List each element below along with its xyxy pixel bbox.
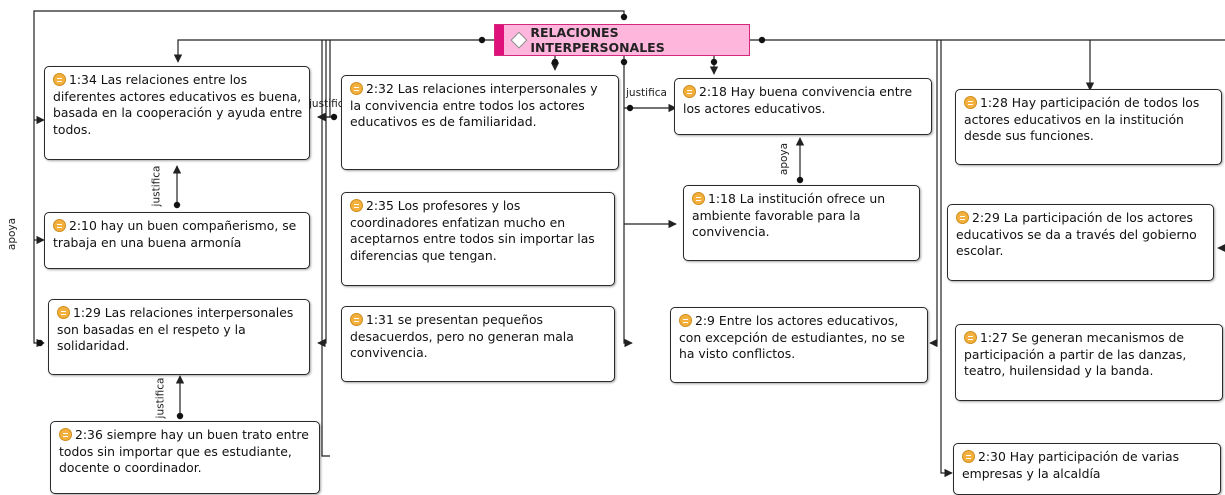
quotation-icon	[53, 219, 66, 232]
quotation-text: Las relaciones entre los diferentes acto…	[53, 72, 303, 137]
quotation-icon	[59, 428, 72, 441]
relation-label-apoya: apoya	[6, 217, 19, 251]
quotation-text: hay un buen compañerismo, se trabaja en …	[53, 218, 297, 250]
code-color-strip	[495, 25, 504, 55]
quotation-id: 2:29	[972, 210, 1000, 225]
quotation-id: 2:18	[699, 84, 727, 99]
quotation-icon	[964, 331, 977, 344]
root-code-title: RELACIONES INTERPERSONALES	[530, 25, 665, 55]
quotation-icon	[962, 450, 975, 463]
quotation-text: Las relaciones interpersonales son basad…	[57, 305, 294, 354]
quotation-id: 2:35	[366, 198, 394, 213]
quotation-id: 2:9	[695, 313, 715, 328]
relation-label-justifica: justifica	[309, 98, 350, 110]
quotation-id: 1:27	[980, 330, 1008, 345]
quotation-id: 1:29	[73, 305, 101, 320]
relation-label-justifica: justifica	[150, 165, 163, 207]
root-code-node[interactable]: RELACIONES INTERPERSONALES	[494, 24, 750, 56]
quotation-node[interactable]: 1:18 La institución ofrece un ambiente f…	[683, 185, 920, 261]
quotation-text: se presentan pequeños desacuerdos, pero …	[350, 312, 574, 361]
code-diamond-icon	[510, 31, 527, 49]
quotation-text: La participación de los actores educativ…	[956, 210, 1197, 259]
quotation-id: 2:36	[75, 427, 103, 442]
quotation-node[interactable]: 1:27 Se generan mecanismos de participac…	[955, 324, 1223, 401]
quotation-text: Se generan mecanismos de participación a…	[964, 330, 1187, 379]
quotation-icon	[964, 96, 977, 109]
quotation-icon	[679, 314, 692, 327]
quotation-text: Entre los actores educativos, con excepc…	[679, 313, 905, 362]
quotation-text: Hay buena convivencia entre los actores …	[683, 84, 913, 116]
quotation-node[interactable]: 2:32 Las relaciones interpersonales y la…	[341, 75, 619, 170]
quotation-node[interactable]: 1:34 Las relaciones entre los diferentes…	[44, 66, 310, 160]
quotation-id: 1:31	[366, 312, 394, 327]
quotation-icon	[350, 199, 363, 212]
quotation-node[interactable]: 2:9 Entre los actores educativos, con ex…	[670, 307, 928, 383]
quotation-id: 2:30	[978, 449, 1006, 464]
relation-label-justifica: justifica	[154, 377, 167, 419]
quotation-icon	[350, 313, 363, 326]
quotation-id: 1:18	[708, 191, 736, 206]
quotation-node[interactable]: 1:31 se presentan pequeños desacuerdos, …	[341, 306, 615, 382]
quotation-icon	[956, 211, 969, 224]
quotation-text: Hay participación de todos los actores e…	[964, 95, 1200, 144]
quotation-text: Los profesores y los coordinadores enfat…	[350, 198, 595, 263]
quotation-id: 1:34	[69, 72, 97, 87]
quotation-id: 1:28	[980, 95, 1008, 110]
quotation-node[interactable]: 2:35 Los profesores y los coordinadores …	[341, 192, 615, 286]
quotation-node[interactable]: 1:28 Hay participación de todos los acto…	[955, 89, 1222, 165]
relation-label-apoya: apoya	[778, 142, 791, 176]
quotation-icon	[692, 192, 705, 205]
quotation-icon	[350, 82, 363, 95]
quotation-node[interactable]: 2:29 La participación de los actores edu…	[947, 204, 1214, 281]
quotation-icon	[53, 73, 66, 86]
quotation-id: 2:10	[69, 218, 97, 233]
quotation-text: Hay participación de varias empresas y l…	[962, 449, 1180, 481]
quotation-icon	[57, 306, 70, 319]
quotation-text: La institución ofrece un ambiente favora…	[692, 191, 886, 240]
quotation-node[interactable]: 2:10 hay un buen compañerismo, se trabaj…	[44, 212, 310, 269]
quotation-text: Las relaciones interpersonales y la conv…	[350, 81, 598, 130]
quotation-node[interactable]: 2:18 Hay buena convivencia entre los act…	[674, 78, 932, 135]
quotation-node[interactable]: 1:29 Las relaciones interpersonales son …	[48, 299, 310, 375]
quotation-node[interactable]: 2:36 siempre hay un buen trato entre tod…	[50, 421, 320, 494]
quotation-id: 2:32	[366, 81, 394, 96]
quotation-node[interactable]: 2:30 Hay participación de varias empresa…	[953, 443, 1221, 495]
quotation-text: siempre hay un buen trato entre todos si…	[59, 427, 309, 476]
relation-label-justifica: justifica	[626, 87, 667, 99]
quotation-icon	[683, 85, 696, 98]
